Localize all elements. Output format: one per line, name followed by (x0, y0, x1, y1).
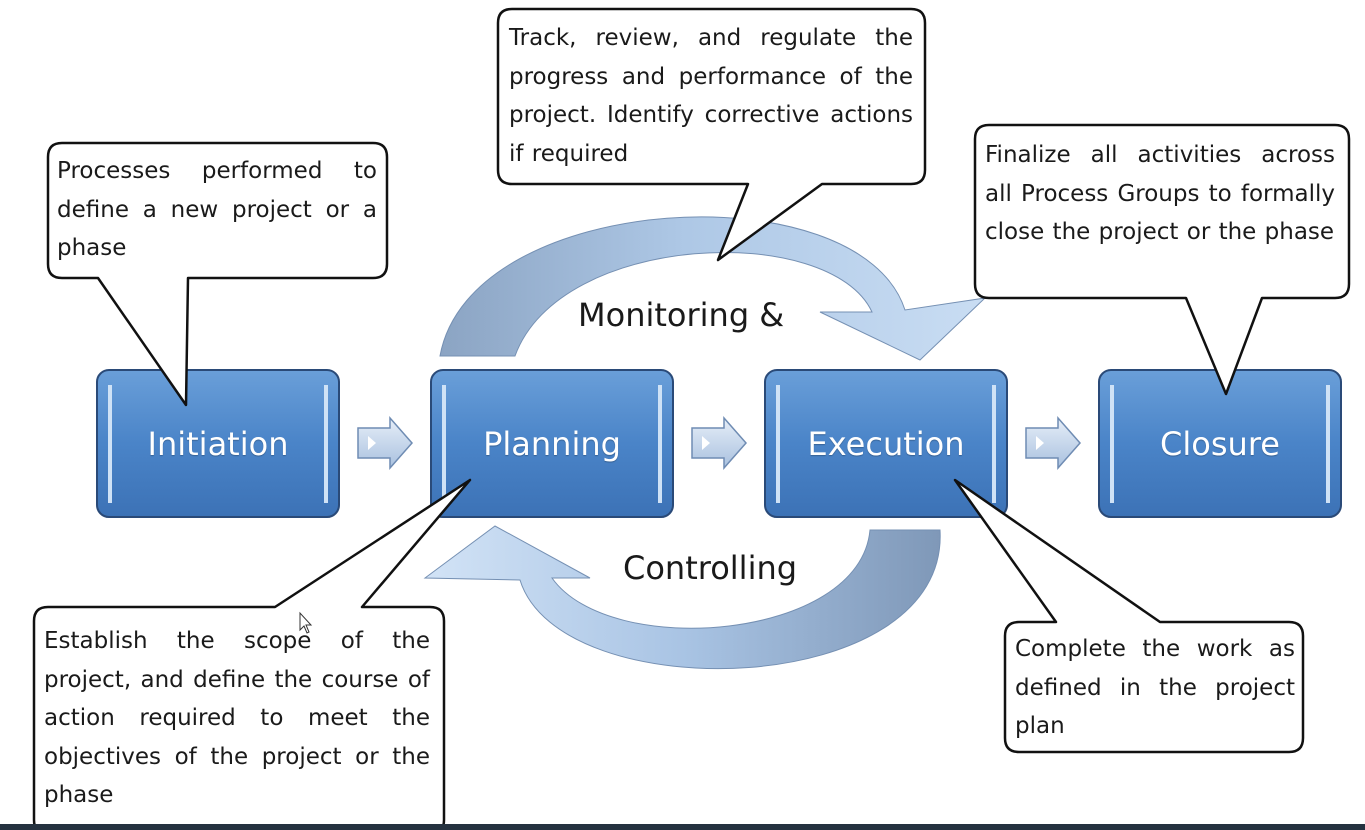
callout-execution-text: Complete the work as defined in the proj… (1015, 636, 1295, 739)
execution-box (764, 369, 1008, 518)
callout-planning-bubble (32, 478, 472, 830)
bottom-bar (0, 824, 1365, 830)
callout-monitoring-text: Track, review, and regulate the progress… (509, 25, 913, 167)
arrow-initiation-to-planning-icon (357, 416, 413, 470)
callout-execution-bubble (953, 478, 1305, 754)
mouse-cursor-icon (299, 611, 313, 634)
phase-execution-label: Execution (807, 424, 965, 463)
callout-planning-text: Establish the scope of the project, and … (44, 628, 430, 808)
callout-initiation-text: Processes performed to define a new proj… (57, 158, 377, 261)
arrow-planning-to-execution-icon (691, 416, 747, 470)
controlling-label: Controlling (623, 549, 798, 587)
closure-box (1098, 369, 1342, 518)
arrow-execution-to-closure-icon (1025, 416, 1081, 470)
planning-box (430, 369, 674, 518)
phase-initiation-label: Initiation (147, 424, 289, 463)
controlling-arc-arrow (423, 525, 941, 670)
callout-closure-bubble (973, 123, 1351, 396)
phase-closure-label: Closure (1160, 424, 1280, 463)
monitoring-arc-arrow (439, 216, 987, 361)
callout-monitoring-bubble (496, 7, 927, 262)
callout-initiation-bubble (46, 141, 389, 407)
phase-planning-label: Planning (483, 424, 621, 463)
initiation-box (96, 369, 340, 518)
monitoring-label: Monitoring & (578, 296, 785, 334)
callout-closure-text: Finalize all activities across all Proce… (985, 142, 1335, 245)
